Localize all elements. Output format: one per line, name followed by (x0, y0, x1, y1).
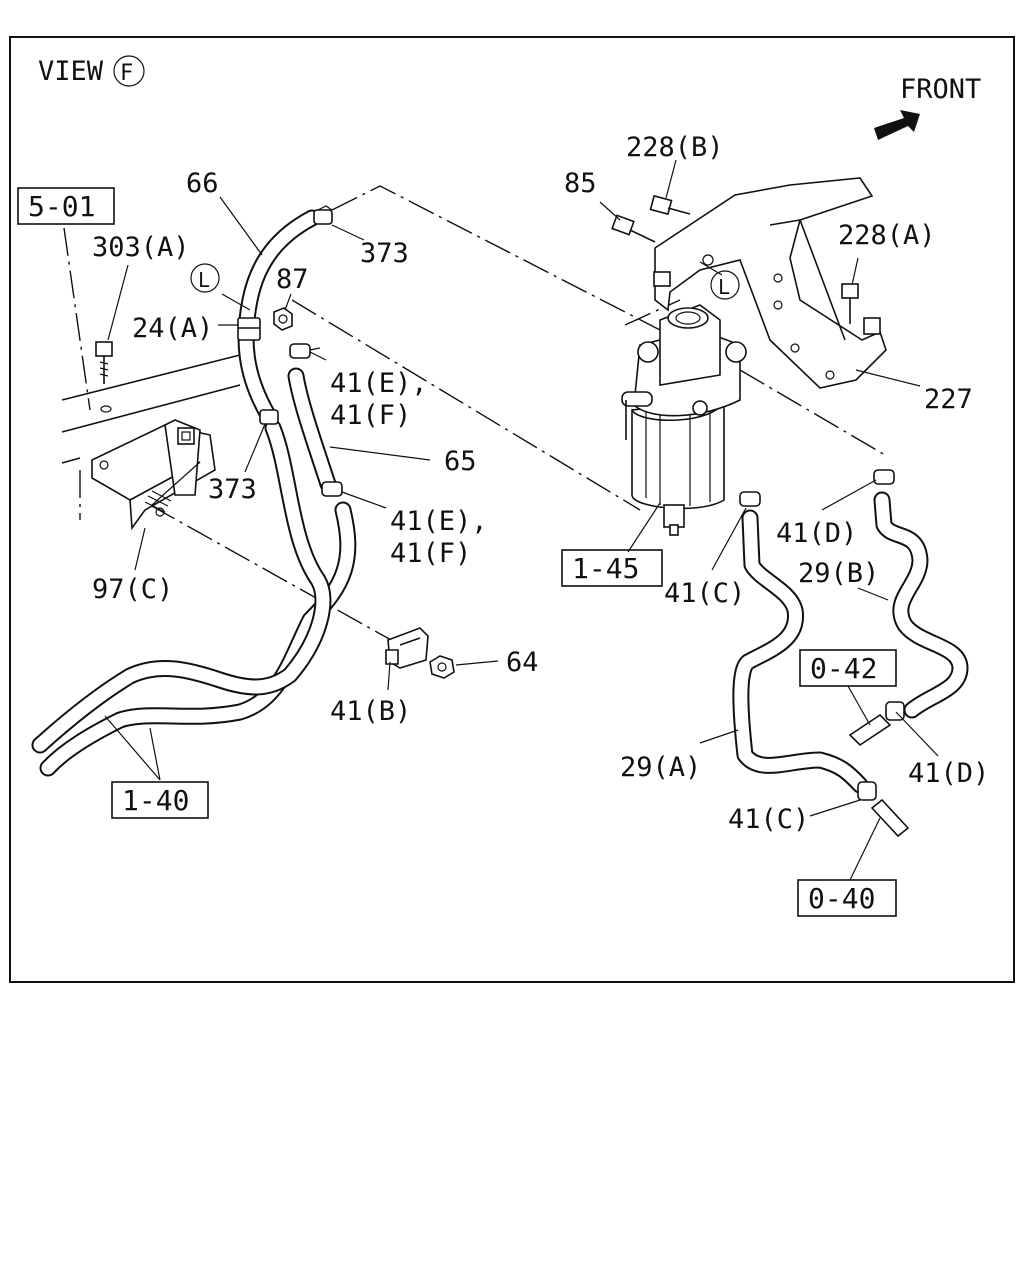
clamp-373-top (313, 205, 333, 225)
ref-box-0-42 (799, 649, 897, 687)
clip-41b (385, 627, 429, 669)
ref-box-5-01 (17, 187, 115, 225)
clamp-373-lower (259, 409, 279, 425)
ref-0-40: 0-40 (808, 882, 875, 915)
clamp-41c-top (739, 491, 761, 507)
ref-box-1-40 (111, 781, 209, 819)
fuel-filter (621, 304, 747, 536)
hose-29b (873, 491, 969, 719)
bolt-303a (95, 341, 113, 384)
label-65: 65 (444, 446, 477, 477)
clamp-24a (237, 317, 261, 341)
bolt-85 (611, 214, 656, 243)
label-373-top: 373 (360, 238, 409, 269)
hose-29a (732, 509, 869, 794)
label-228a: 228(A) (838, 220, 936, 251)
hose-66 (237, 209, 321, 424)
view-label: VIEW (38, 56, 104, 87)
label-41d-top: 41(D) (776, 518, 857, 549)
ref-5-01: 5-01 (28, 190, 95, 223)
bolt-228a (841, 283, 859, 324)
nut-87 (273, 307, 293, 331)
label-303a: 303(A) (92, 232, 190, 263)
label-24a: 24(A) (132, 313, 213, 344)
label-87: 87 (276, 264, 309, 295)
label-41ef-2a: 41(E), (390, 506, 488, 537)
bracket-97c (91, 419, 216, 531)
diagram-frame (9, 36, 1015, 983)
marker-l-left-text: L (198, 268, 210, 292)
view-letter-circle (113, 55, 145, 87)
label-66: 66 (186, 168, 219, 199)
ref-1-40: 1-40 (122, 784, 189, 817)
pipe-0-42 (848, 713, 892, 747)
label-41c-top: 41(C) (664, 578, 745, 609)
label-41d-bot: 41(D) (908, 758, 989, 789)
view-letter: F (120, 61, 133, 86)
front-arrow-icon (874, 110, 920, 140)
bolt-228b (649, 194, 691, 216)
label-41ef-2b: 41(F) (390, 538, 471, 569)
label-41c-bot: 41(C) (728, 804, 809, 835)
marker-l-right-text: L (718, 275, 730, 299)
label-228b: 228(B) (626, 132, 724, 163)
label-85: 85 (564, 168, 597, 199)
clamp-41ef-lower (321, 481, 343, 497)
clamp-41c-bot (857, 781, 877, 801)
label-29a: 29(A) (620, 752, 701, 783)
clamp-41ef-upper (289, 343, 321, 359)
ref-0-42: 0-42 (810, 652, 877, 685)
ref-box-0-40 (797, 879, 897, 917)
marker-l-right (710, 270, 740, 300)
ref-box-1-45 (561, 549, 663, 587)
hose-1-40-upper (31, 419, 332, 754)
ref-1-45: 1-45 (572, 552, 639, 585)
label-41ef-1b: 41(F) (330, 400, 411, 431)
label-41b: 41(B) (330, 696, 411, 727)
label-373-lower: 373 (208, 474, 257, 505)
front-label: FRONT (900, 74, 981, 105)
label-41ef-1a: 41(E), (330, 368, 428, 399)
clamp-41d-top (873, 469, 895, 485)
hose-1-40-lower (39, 501, 357, 777)
label-29b: 29(B) (798, 558, 879, 589)
leader-lines (63, 185, 886, 646)
nut-64 (429, 655, 455, 679)
marker-l-left (190, 263, 220, 293)
bracket-227 (653, 177, 887, 389)
hose-65 (287, 367, 337, 493)
pipe-0-40 (870, 798, 910, 838)
label-227: 227 (924, 384, 973, 415)
label-97c: 97(C) (92, 574, 173, 605)
label-64: 64 (506, 647, 539, 678)
callout-leaders (104, 159, 939, 881)
